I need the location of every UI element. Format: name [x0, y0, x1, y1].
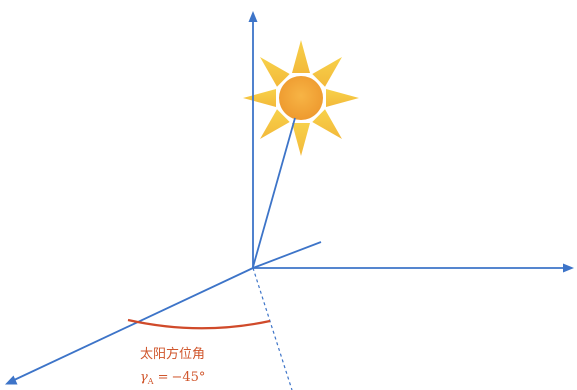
- zenith-arrowhead: [248, 11, 258, 22]
- azimuth-label-title: 太阳方位角: [140, 346, 205, 362]
- azimuth-label-value: γA =−45°: [140, 370, 205, 386]
- north-axis: [252, 241, 322, 269]
- sun-ray: [292, 40, 310, 73]
- south-arrowhead: [5, 375, 18, 385]
- south-axis: [5, 267, 254, 385]
- azimuth-arc: [127, 318, 271, 330]
- sun-ray: [312, 57, 342, 87]
- sun-ray: [312, 109, 342, 139]
- equals-sign: =: [158, 370, 169, 385]
- sun-rays: [243, 40, 359, 156]
- sun-ground-projection: [252, 267, 293, 390]
- sun-disc: [279, 76, 323, 120]
- zenith-axis: [248, 11, 258, 268]
- gamma-symbol: γ: [140, 370, 148, 385]
- east-axis: [253, 263, 574, 273]
- sun-ray: [243, 89, 276, 107]
- sun-ray: [292, 123, 310, 156]
- sun-ray: [260, 109, 290, 139]
- gamma-subscript: A: [147, 377, 154, 386]
- azimuth-value: −45°: [171, 370, 205, 385]
- sun-ray: [260, 57, 290, 87]
- sun-ray: [326, 89, 359, 107]
- sun-icon: [243, 40, 359, 156]
- sun-ray-line: [252, 117, 296, 268]
- east-arrowhead: [563, 263, 574, 273]
